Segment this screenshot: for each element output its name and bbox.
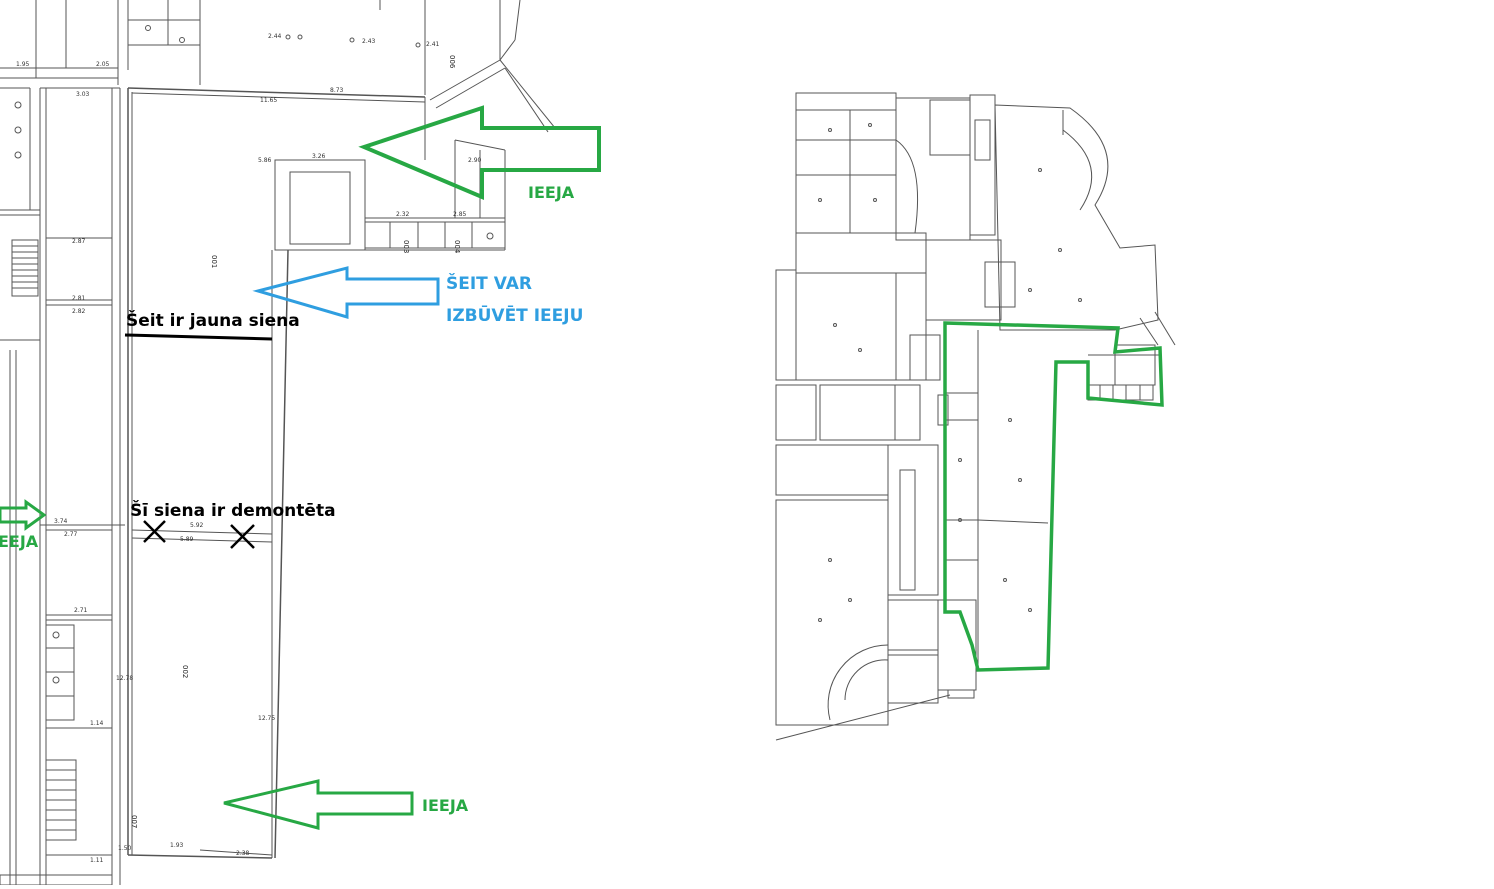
- dimension-label: 5.92: [190, 522, 204, 529]
- hall-wall-bottom: [127, 854, 273, 859]
- bottom-strip: [0, 874, 113, 886]
- entrance-arrow-top: [358, 105, 601, 201]
- annex-inner: [289, 171, 351, 245]
- stairs-left: [11, 239, 39, 297]
- dimension-label: 2.82: [72, 308, 86, 315]
- dimension-label: 1.14: [90, 720, 104, 727]
- leased-area-outline: [943, 321, 1164, 672]
- plan-marker: [297, 34, 303, 40]
- room-codes: 001 004 003 007 006 002: [130, 55, 461, 828]
- plan-marker: [179, 37, 185, 43]
- dimension-label: 3.26: [312, 153, 326, 160]
- plan-marker: [14, 101, 22, 109]
- left-plan-dimensions: 11.65 8.73 3.26 5.86 5.92 5.89 1.93 2.38…: [16, 33, 482, 864]
- dimension-label: 1.95: [16, 61, 30, 68]
- plan-marker: [349, 37, 355, 43]
- entrance-arrow-bottom: [223, 779, 414, 830]
- dimension-label: 2.41: [426, 41, 440, 48]
- stairs-left-bottom: [45, 759, 77, 841]
- entrance-label-left: IEEJA: [0, 532, 39, 551]
- dimension-label: 2.71: [74, 607, 88, 614]
- dimension-label: 2.81: [72, 295, 86, 302]
- dimension-label: 1.93: [170, 842, 184, 849]
- dimension-label: 8.73: [330, 87, 344, 94]
- demolished-wall-cross-1: [143, 520, 166, 543]
- possible-entrance-label-line1: ŠEIT VAR: [446, 272, 532, 294]
- dimension-label: 5.86: [258, 157, 272, 164]
- dimension-label: 5.89: [180, 536, 194, 543]
- dimension-label: 2.05: [96, 61, 110, 68]
- hall-wall-top-inner: [131, 92, 426, 103]
- dimension-label: 2.44: [268, 33, 282, 40]
- possible-entrance-arrow: [252, 266, 440, 320]
- plan-marker: [14, 126, 22, 134]
- demolished-wall-cross-2: [230, 524, 255, 549]
- dimension-label: 3.03: [76, 91, 90, 98]
- dimension-label: 1.11: [90, 857, 104, 864]
- room-code: 002: [181, 665, 189, 678]
- possible-entrance-label-line2: IZBŪVĒT IEEJU: [446, 304, 583, 326]
- new-wall-label: Šeit ir jauna siena: [126, 309, 300, 331]
- room-code: 006: [448, 55, 456, 69]
- dimension-label: 2.90: [468, 157, 482, 164]
- partition-lower-2: [131, 537, 273, 543]
- right-overview-plan: [775, 92, 1176, 741]
- room-code: 007: [130, 815, 138, 828]
- dimension-label: 12.78: [116, 675, 133, 682]
- dimension-label: 3.74: [54, 518, 68, 525]
- dimension-label: 1.50: [118, 845, 132, 852]
- room-code: 001: [210, 255, 218, 268]
- plan-marker: [285, 34, 291, 40]
- plan-marker: [415, 42, 421, 48]
- plan-marker: [52, 676, 60, 684]
- plan-marker: [145, 25, 151, 31]
- entrance-label-bottom: IEEJA: [422, 796, 469, 815]
- plan-marker: [14, 151, 22, 159]
- dimension-label: 2.43: [362, 38, 376, 45]
- dimension-label: 2.38: [236, 850, 250, 857]
- left-plan: [0, 0, 556, 886]
- dimension-label: 2.32: [396, 211, 410, 218]
- hall-wall-top: [127, 87, 426, 98]
- plan-marker: [52, 631, 60, 639]
- dimension-label: 2.87: [72, 238, 86, 245]
- room-code: 003: [402, 240, 410, 253]
- entrance-label-top: IEEJA: [528, 183, 575, 202]
- annex-core: [274, 159, 366, 251]
- plan-marker: [486, 232, 494, 240]
- dimension-label: 12.75: [258, 715, 275, 722]
- dimension-label: 2.85: [453, 211, 467, 218]
- dimension-label: 11.65: [260, 97, 277, 104]
- entrance-arrow-left: [0, 499, 47, 531]
- annex-toilets: [364, 221, 506, 249]
- new-wall-line: [124, 333, 273, 341]
- room-code: 004: [453, 240, 461, 254]
- hall-wall-right: [274, 249, 289, 859]
- dimension-label: 2.77: [64, 531, 78, 538]
- demolished-wall-label: Šī siena ir demontēta: [130, 499, 336, 521]
